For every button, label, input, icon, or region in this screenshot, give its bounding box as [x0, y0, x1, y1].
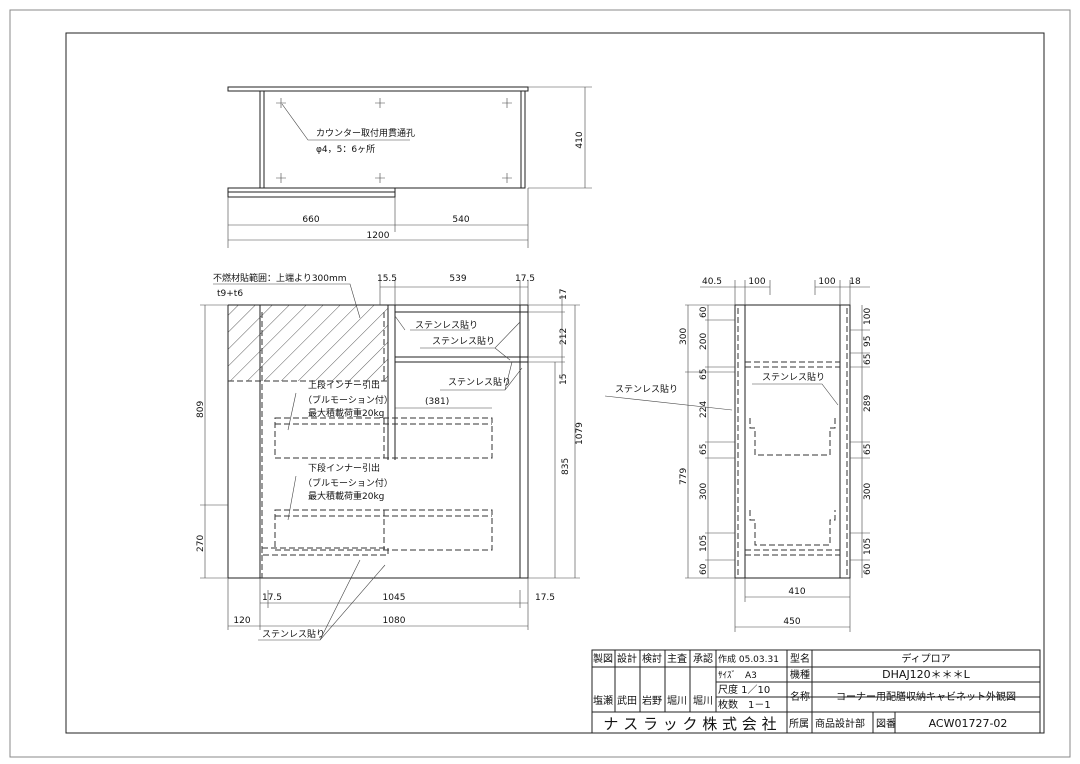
side-dim-779: 779: [679, 468, 689, 485]
hole-marks: [276, 98, 512, 183]
dim-right-1079: 1079: [575, 422, 585, 445]
dim: 65: [699, 369, 709, 380]
side-dim-18: 18: [849, 277, 861, 287]
dim-right-835: 835: [561, 458, 571, 475]
dim: 60: [699, 306, 709, 318]
dim: 300: [699, 483, 709, 500]
company-name: ナ ス ラ ッ ク 株 式 会 社: [603, 715, 776, 733]
stainless-label-4: ステンレス貼り: [262, 628, 325, 640]
side-dim-450: 450: [783, 617, 800, 627]
dim-depth: 410: [575, 131, 585, 148]
side-dim-40-5: 40.5: [702, 277, 722, 287]
side-dim-100-left: 100: [748, 277, 765, 287]
upper-drawer-label: 上段インナー引出: [308, 379, 380, 391]
side-stainless-label-left: ステンレス貼り: [615, 383, 678, 395]
dim-left-809: 809: [196, 401, 206, 418]
side-stainless-label-right: ステンレス貼り: [762, 371, 825, 383]
label-drawing-no: 図番: [876, 718, 896, 730]
dim-right-15: 15: [559, 374, 569, 385]
model-type: DHAJ120＊＊＊L: [882, 668, 971, 681]
stainless-label-2: ステンレス貼り: [432, 335, 495, 347]
dim: 65: [863, 444, 873, 455]
side-right-dims: 100 95 65 289 65 300 105 60: [863, 308, 873, 575]
drawing-frame: [65, 32, 1045, 734]
created-date: 作成 05.03.31: [718, 653, 779, 665]
dim: 65: [863, 354, 873, 365]
label-type: 機種: [790, 668, 810, 681]
dim: 100: [863, 308, 873, 325]
title-block: 製図 設計 検討 主査 承認 塩瀬 武田 岩野 堀川 堀川 作成 05.03.3…: [591, 649, 1041, 734]
side-view: 40.5 100 100 18 300 779 60 200 65 224 65…: [604, 277, 873, 632]
scale: 尺度 1／10: [718, 683, 770, 696]
label-name: 名称: [790, 690, 810, 703]
lower-drawer-label: 下段インナー引出: [308, 462, 380, 474]
dim-right-17: 17: [559, 289, 569, 300]
label-dept: 所属: [789, 718, 809, 730]
model-name: ディプロア: [901, 652, 950, 665]
sheet-count: 枚数 1－1: [718, 698, 771, 711]
dim-1200: 1200: [367, 231, 390, 241]
thickness-note: t9+t6: [217, 289, 243, 299]
nonflammable-area: [228, 305, 388, 381]
dim: 65: [699, 444, 709, 455]
dim-bottom-17-5-right: 17.5: [535, 593, 555, 603]
drawing-name: コーナー用配膳収納キャビネット外観図: [836, 690, 1016, 703]
paper-size: ｻｲｽﾞ A3: [718, 670, 757, 681]
front-view: 不燃材貼範囲：上端より300mm t9+t6 15.5 539 17.5 17 …: [196, 272, 585, 641]
side-dim-100-right: 100: [818, 277, 835, 287]
lower-drawer-type: （ブルモーション付）: [303, 477, 393, 489]
dim: 60: [863, 563, 873, 575]
name-drafter: 塩瀬: [593, 694, 613, 707]
dim: 60: [699, 563, 709, 575]
role-checker: 検討: [642, 652, 662, 665]
dim-660: 660: [302, 215, 319, 225]
upper-drawer-load: 最大積載荷重20kg: [308, 407, 384, 419]
stainless-label-1: ステンレス貼り: [415, 319, 478, 331]
stainless-label-3: ステンレス貼り: [448, 376, 511, 388]
dim-top-15-5: 15.5: [377, 274, 397, 284]
dim-540: 540: [452, 215, 469, 225]
dim: 105: [699, 535, 709, 552]
role-drafter: 製図: [593, 652, 613, 665]
top-view: カウンター取付用貫通孔 φ4，5：6ヶ所 410 660 540 1200: [227, 86, 592, 248]
upper-drawer-type: （ブルモーション付）: [303, 394, 393, 406]
dim-drawer-381: (381): [425, 397, 449, 407]
dim: 289: [863, 395, 873, 412]
dim-left-270: 270: [196, 535, 206, 552]
dim-top-539: 539: [449, 274, 466, 284]
name-approver: 堀川: [693, 695, 713, 707]
side-left-inner-dims: 60 200 65 224 65 300 105 60: [699, 306, 709, 575]
dim: 105: [863, 538, 873, 555]
dim-bottom-120: 120: [233, 616, 250, 626]
range-note: 不燃材貼範囲：上端より300mm: [213, 272, 347, 284]
dim-top-17-5: 17.5: [515, 274, 535, 284]
side-dim-300-outer: 300: [679, 328, 689, 345]
dim: 200: [699, 333, 709, 350]
sheet-border: [9, 9, 1071, 758]
dim: 224: [699, 401, 709, 418]
drawing-number: ACW01727-02: [929, 717, 1008, 730]
dim-bottom-1045: 1045: [383, 593, 406, 603]
side-dim-410: 410: [788, 587, 805, 597]
name-checker: 岩野: [642, 694, 662, 707]
dim-bottom-1080: 1080: [383, 616, 406, 626]
name-chief: 堀川: [667, 695, 687, 707]
hole-spec: φ4，5：6ヶ所: [316, 144, 375, 155]
role-chief: 主査: [667, 652, 687, 665]
dim-bottom-17-5-left: 17.5: [262, 593, 282, 603]
role-designer: 設計: [617, 652, 637, 665]
name-designer: 武田: [617, 694, 637, 707]
dim: 300: [863, 483, 873, 500]
role-approver: 承認: [693, 652, 713, 665]
hole-note: カウンター取付用貫通孔: [316, 128, 415, 139]
lower-drawer-load: 最大積載荷重20kg: [308, 490, 384, 502]
dim-right-212: 212: [559, 328, 569, 345]
dim: 95: [863, 336, 873, 347]
label-model: 型名: [790, 652, 810, 665]
department: 商品設計部: [815, 717, 865, 730]
